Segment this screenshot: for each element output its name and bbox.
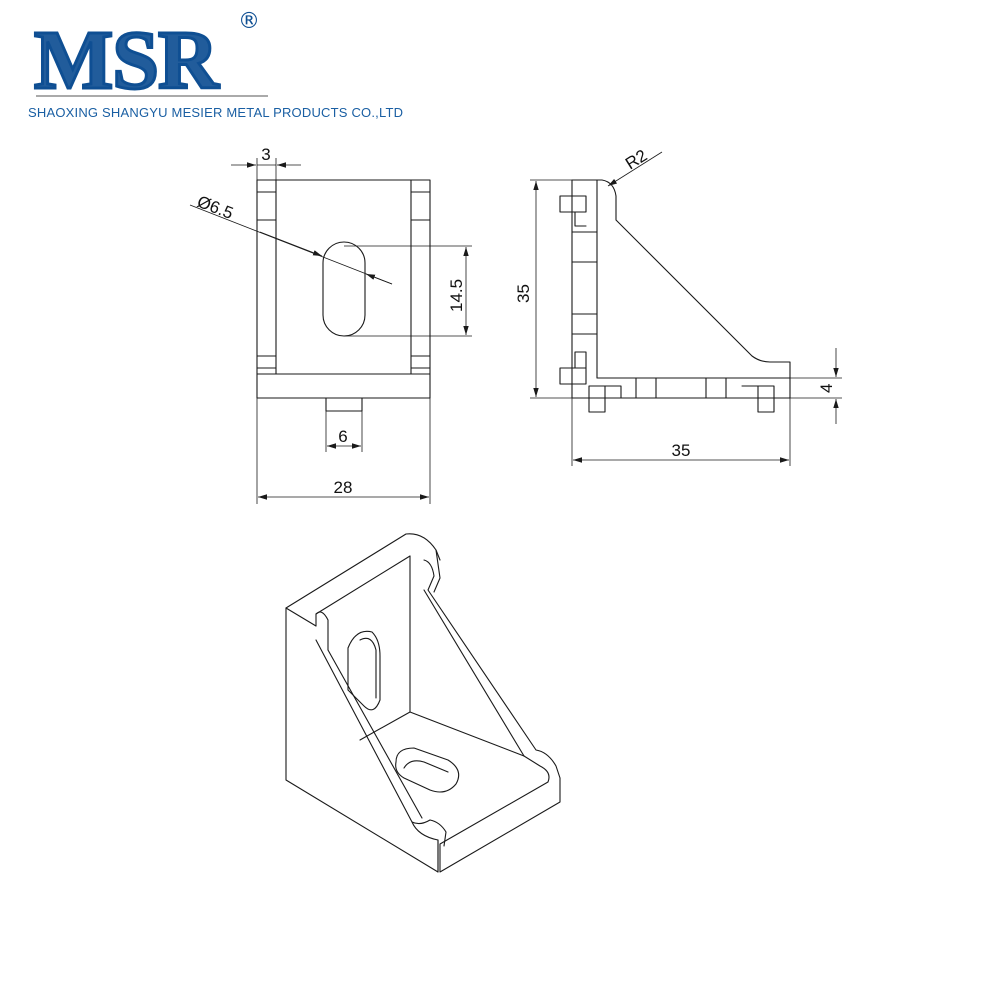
side-view-outline: [559, 179, 791, 413]
dim-base-thickness: 4: [817, 384, 836, 393]
front-view-outline: [256, 179, 431, 412]
company-name: SHAOXING SHANGYU MESIER METAL PRODUCTS C…: [28, 105, 404, 120]
front-slot-hole: [322, 241, 366, 337]
dim-top-width: 3: [261, 145, 270, 164]
dim-slot-length: 14.5: [447, 279, 466, 312]
logo-text-inner: MSR: [34, 14, 220, 107]
brand-header: MSR MSR ® SHAOXING SHANGYU MESIER METAL …: [28, 8, 448, 123]
dim-length: 35: [672, 441, 691, 460]
front-view: 3 Ø6.5 14.5 6 28: [189, 145, 472, 504]
registered-mark: ®: [238, 9, 260, 34]
dim-hole-diameter: Ø6.5: [195, 192, 236, 223]
side-dimensions: R2 35 4 35: [514, 146, 842, 466]
isometric-view: [285, 533, 561, 873]
msr-logo: MSR MSR ®: [33, 9, 268, 108]
dim-bottom-tab: 6: [338, 427, 347, 446]
logo-text: MSR: [34, 14, 220, 107]
dim-height: 35: [514, 284, 533, 303]
side-view: R2 35 4 35: [514, 146, 842, 466]
dim-overall-width: 28: [334, 478, 353, 497]
dim-corner-radius: R2: [622, 146, 651, 174]
